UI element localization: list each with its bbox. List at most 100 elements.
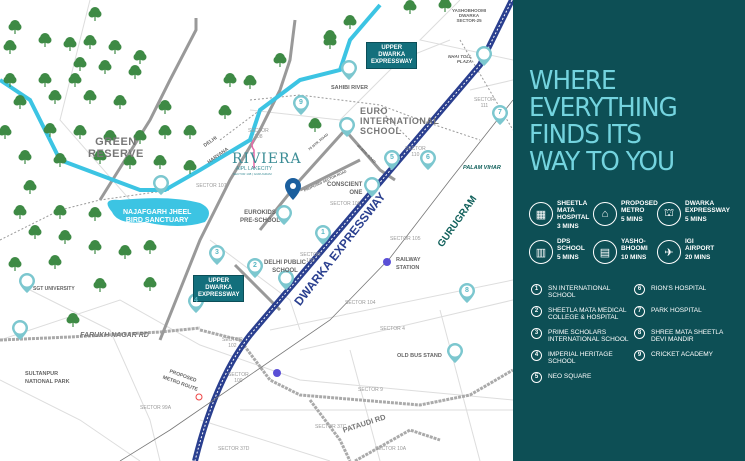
sector-label: SECTOR 4: [380, 326, 405, 332]
tree-icon: [13, 205, 27, 219]
school-icon[interactable]: [339, 117, 355, 137]
palam-vihar-label: PALAM VIHAR: [463, 165, 501, 171]
riviera-logo-tag: SECTOR 108 | GURUGRAM: [233, 172, 272, 176]
tree-icon: [48, 90, 62, 104]
tree-icon: [83, 90, 97, 104]
school-icon[interactable]: [278, 270, 294, 290]
tree-icon: [93, 150, 107, 164]
legend-label: PARK HOSPITAL: [651, 307, 702, 314]
map-pin-3[interactable]: [209, 245, 225, 265]
tree-icon: [158, 125, 172, 139]
metro-route-icon: [195, 393, 203, 401]
tree-icon: [183, 125, 197, 139]
tree-icon: [308, 118, 322, 132]
riviera-logo: RIVIERA: [232, 151, 302, 167]
tree-icon: [273, 53, 287, 67]
tree-icon: [18, 150, 32, 164]
tree-icon: [438, 0, 452, 12]
legend-label: PRIME SCHOLARS INTERNATIONAL SCHOOL: [548, 329, 629, 343]
tree-icon: [118, 245, 132, 259]
map-pin-1[interactable]: [315, 225, 331, 245]
bird-icon[interactable]: [153, 175, 169, 195]
map-pin-2[interactable]: [247, 258, 263, 278]
toll-icon[interactable]: [476, 46, 492, 66]
sgt-university-label: SGT UNIVERSITY: [33, 286, 75, 292]
sector-label: SECTOR 105: [390, 236, 421, 242]
tree-icon: [38, 33, 52, 47]
map-pin-number: 5: [390, 154, 394, 161]
flamingo-logo-icon: [251, 139, 255, 168]
tree-icon: [73, 57, 87, 71]
legend-label: RION'S HOSPITAL: [651, 285, 707, 292]
shopping-bag-icon[interactable]: [364, 177, 380, 197]
tree-icon: [73, 125, 87, 139]
amenity-time: 5 MINS: [621, 216, 643, 223]
bus-icon[interactable]: [447, 343, 463, 363]
sultanpur-label: SULTANPUR NATIONAL PARK: [25, 371, 70, 385]
legend-number: 1: [531, 284, 542, 295]
map-pin-9[interactable]: [293, 95, 309, 115]
metro-station-icon: [273, 369, 281, 377]
sector-label: SECTOR 111: [474, 97, 495, 109]
yashobhoomi-label: YASHOBHOOMI DWARKA SECTOR-25: [452, 8, 487, 23]
building-icon: ▤: [593, 240, 617, 264]
tree-icon: [143, 240, 157, 254]
amenity-time: 10 MINS: [621, 254, 647, 261]
trees: [0, 0, 452, 327]
legend-label: CRICKET ACADEMY: [651, 351, 714, 358]
map-roads: [0, 0, 513, 461]
park-icon[interactable]: [12, 320, 28, 340]
map-pin-number: 6: [426, 154, 430, 161]
eurokids-label: EUROKIDS PRE-SCHOOL: [240, 210, 281, 224]
amenity-time: 5 MINS: [557, 254, 579, 261]
sector-label: SECTOR 99A: [140, 405, 172, 411]
university-icon[interactable]: [19, 273, 35, 293]
sector-label: SECTOR 103: [300, 252, 321, 264]
tree-icon: [243, 75, 257, 89]
tree-icon: [183, 160, 197, 174]
location-map[interactable]: GREEN RESERVE NAJAFGARH JHEEL BIRD SANCT…: [0, 0, 513, 461]
tree-icon: [43, 123, 57, 137]
tree-icon: [218, 105, 232, 119]
bird-sanctuary-label: NAJAFGARH JHEEL BIRD SANCTUARY: [123, 209, 192, 224]
amenity-name: YASHO- BHOOMI: [621, 238, 648, 252]
school-icon[interactable]: [276, 205, 292, 225]
tree-icon: [8, 20, 22, 34]
map-pin-number: 4: [194, 297, 198, 304]
map-pin-number: 9: [299, 99, 303, 106]
river-icon[interactable]: [341, 60, 357, 80]
sector-label: SECTOR 10A: [375, 446, 407, 452]
amenity-time: 3 MINS: [557, 223, 579, 230]
map-pin-8[interactable]: [459, 283, 475, 303]
map-pin-7[interactable]: [492, 105, 508, 125]
info-panel: WHERE EVERYTHING FINDS ITS WAY TO YOU ▦S…: [513, 0, 745, 461]
tree-icon: [158, 100, 172, 114]
map-pin-6[interactable]: [420, 150, 436, 170]
tree-icon: [83, 35, 97, 49]
nhai-toll-label: NHAI TOLL PLAZA: [448, 54, 472, 64]
tree-icon: [13, 95, 27, 109]
sector-label: SECTOR 106: [330, 201, 361, 207]
tree-icon: [88, 207, 102, 221]
map-pin-number: 8: [465, 287, 469, 294]
tree-icon: [28, 225, 42, 239]
map-pin-5[interactable]: [384, 150, 400, 170]
legend-number: 3: [531, 328, 542, 339]
tree-icon: [103, 130, 117, 144]
tree-icon: [48, 255, 62, 269]
tree-icon: [133, 50, 147, 64]
legend-label: NEO SQUARE: [548, 373, 592, 380]
sector-label: SECTOR 102: [222, 337, 243, 349]
amenity-time: 20 MINS: [685, 254, 711, 261]
map-pin-number: 3: [215, 249, 219, 256]
map-pin-number: 1: [321, 229, 325, 236]
sector-label: SECTOR 110: [405, 146, 426, 158]
tree-icon: [53, 205, 67, 219]
amenity-item: ▤ YASHO- BHOOMI 10 MINS: [593, 238, 663, 274]
upper-dwarka-expressway-box: UPPER DWARKA EXPRESSWAY: [366, 42, 418, 69]
